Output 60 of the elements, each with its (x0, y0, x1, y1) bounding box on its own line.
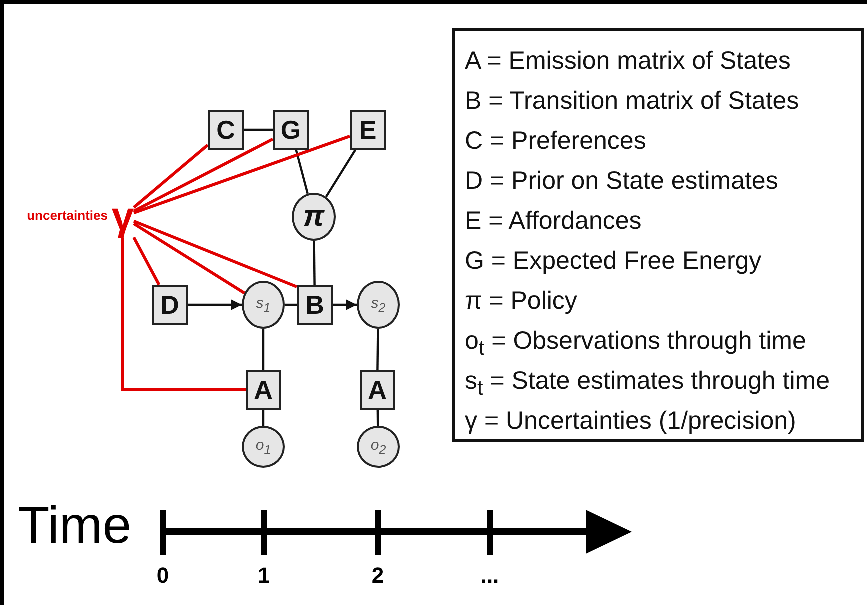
connector-line (133, 144, 209, 209)
node-label: D (160, 290, 180, 320)
key-box (452, 28, 864, 442)
connector-line (376, 410, 380, 426)
key-entry: o$_{t}$ = Observations through time (465, 326, 808, 361)
node-label: A (254, 374, 273, 406)
connector-line (133, 222, 246, 295)
variable-box (273, 110, 309, 150)
variable-box (152, 285, 188, 325)
arrow (188, 300, 242, 310)
connector-line (262, 410, 265, 426)
tick-label: 0 (156, 565, 170, 587)
node-label: π (303, 200, 325, 234)
connector-line (132, 236, 161, 286)
connector-line (133, 138, 274, 213)
connector-line (262, 329, 265, 370)
key-entry: s$_{t}$ = State estimates through time (465, 366, 832, 401)
connector-line (376, 328, 380, 370)
node-label: s$_{1}$ (256, 295, 271, 315)
connector-line (134, 134, 350, 215)
variable-box (246, 370, 281, 410)
key-entry: γ = Uncertainties (1/precision) (465, 406, 798, 437)
tick-label: 1 (256, 565, 272, 587)
node-label: A (368, 374, 387, 406)
connector-line (285, 304, 297, 306)
key-entry: G = Expected Free Energy (465, 246, 763, 277)
node-label: s$_{2}$ (371, 295, 386, 315)
connector-line (244, 128, 273, 132)
connector-line (295, 150, 309, 194)
connector-line (133, 220, 298, 288)
node-label: o$_{2}$ (370, 437, 386, 457)
key-entry: B = Transition matrix of States (465, 86, 800, 117)
variable-box (350, 110, 386, 150)
node-label: E (359, 114, 377, 146)
variable-box (208, 110, 244, 150)
key-entry: A = Emission matrix of States (465, 46, 792, 77)
key-entry: C = Preferences (465, 126, 648, 157)
connector-line (313, 240, 316, 286)
state-circle (242, 426, 285, 468)
connector-line (122, 238, 246, 392)
node-label: B (306, 290, 324, 320)
axis-title: Time (18, 500, 132, 552)
arrow (333, 300, 357, 310)
key-entry: π = Policy (465, 286, 578, 317)
variable-box (360, 370, 395, 410)
state-circle (242, 281, 285, 329)
tick-label: ... (480, 565, 500, 587)
policy-circle (292, 193, 336, 241)
variable-box (297, 285, 333, 325)
connector-line (325, 149, 357, 198)
state-circle (357, 281, 400, 329)
symbol-label: γ (112, 196, 134, 238)
side-label: uncertainties (27, 208, 108, 223)
key-entry: D = Prior on State estimates (465, 166, 780, 197)
node-label: G (280, 114, 302, 146)
state-circle (357, 426, 400, 468)
node-label: C (216, 114, 236, 146)
tick-label: 2 (370, 565, 386, 587)
key-entry: E = Affordances (465, 206, 643, 237)
node-label: o$_{1}$ (256, 437, 272, 457)
